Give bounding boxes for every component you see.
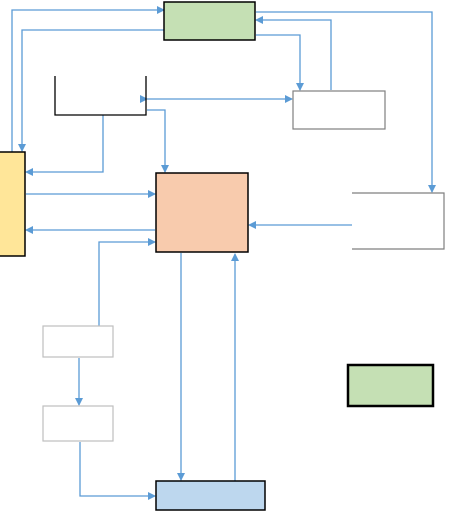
- node-left-box-1[interactable]: [42, 325, 114, 358]
- node-right-box[interactable]: [352, 192, 445, 250]
- node-bracket[interactable]: [54, 76, 147, 116]
- connector-left-box-to-center: [98, 238, 156, 326]
- connectors: [11, 6, 436, 500]
- connector-top-to-yellow: [18, 29, 164, 152]
- node-bottom-blue[interactable]: [155, 480, 266, 511]
- node-top-green[interactable]: [163, 1, 256, 41]
- connector-top-to-small-box: [256, 34, 304, 91]
- node-right-green[interactable]: [346, 363, 435, 408]
- node-right-small[interactable]: [292, 90, 386, 130]
- node-yellow-left[interactable]: [0, 151, 26, 257]
- node-left-box-2[interactable]: [42, 405, 114, 442]
- connector-bracket-to-center: [147, 109, 169, 173]
- connector-yellow-to-top: [11, 6, 165, 152]
- connector-top-to-right-box: [256, 11, 436, 193]
- node-center-orange[interactable]: [155, 172, 249, 253]
- connector-left-box-2-to-blue: [79, 442, 156, 500]
- connector-small-box-to-top: [255, 16, 332, 90]
- connector-bracket-to-yellow: [25, 115, 104, 176]
